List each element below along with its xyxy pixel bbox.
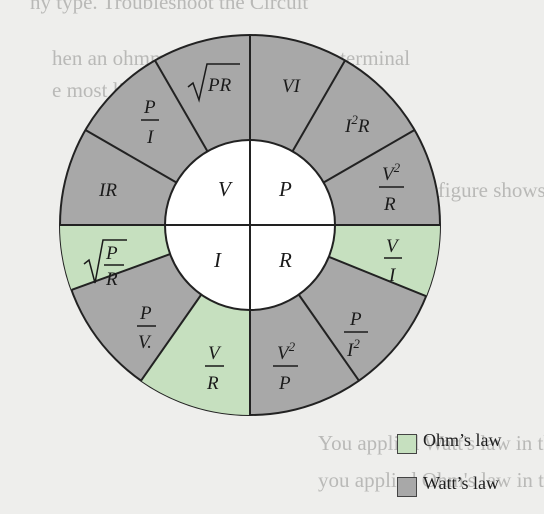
inner-label-r: R xyxy=(278,248,292,272)
background-text-6: you applied Ohm's law in this xyxy=(318,468,544,492)
inner-label-p: P xyxy=(278,177,292,201)
formula-v-over-i: V I xyxy=(384,236,402,286)
legend-label-ohm: Ohm’s law xyxy=(423,430,502,450)
ring-divider-8 xyxy=(154,59,209,152)
svg-text:V: V xyxy=(386,236,400,257)
legend-item-ohms-law: Ohm’s law xyxy=(397,428,537,458)
svg-text:R: R xyxy=(206,373,219,394)
legend-swatch-watt xyxy=(397,477,417,497)
legend-label-watt: Watt’s law xyxy=(423,473,500,493)
svg-text:R: R xyxy=(105,269,118,290)
svg-text:I: I xyxy=(146,127,155,148)
legend-item-watts-law: Watt’s law xyxy=(397,471,537,501)
ring-divider-1 xyxy=(291,59,346,152)
legend-swatch-ohm xyxy=(397,434,417,454)
background-text-1: ny type. Troubleshoot the Circuit xyxy=(30,0,309,14)
formula-p-over-v: P V. xyxy=(137,303,156,353)
segment-v-over-i-fill xyxy=(328,225,440,297)
ring-divider-7 xyxy=(84,129,177,184)
svg-text:PR: PR xyxy=(207,75,232,96)
svg-text:P: P xyxy=(349,309,362,330)
formula-ir: IR xyxy=(98,180,117,201)
svg-text:V: V xyxy=(208,343,222,364)
svg-text:R: R xyxy=(383,194,396,215)
ring-divider-6 xyxy=(71,253,171,291)
formula-vi: VI xyxy=(282,76,302,97)
background-text-5: You applied Watt's law in this xyxy=(318,431,544,455)
segment-v-over-r-fill xyxy=(141,294,250,415)
formula-v-over-r: V R xyxy=(205,343,224,394)
segment-ir-fill xyxy=(60,225,171,290)
formula-p-over-i: P I xyxy=(141,97,159,148)
svg-text:P: P xyxy=(105,243,118,264)
ring-divider-4 xyxy=(297,294,360,382)
formula-i2r: I2R xyxy=(344,112,370,137)
formula-p-over-i2: P I2 xyxy=(344,309,368,361)
ring-divider-2 xyxy=(323,129,416,184)
formula-sqrt-pr: PR xyxy=(187,63,240,103)
svg-text:P: P xyxy=(278,373,291,394)
svg-text:P: P xyxy=(143,97,156,118)
inner-label-i: I xyxy=(213,248,222,272)
formula-sqrt-p-over-r: P R xyxy=(83,239,127,290)
svg-text:I: I xyxy=(388,265,397,286)
svg-text:P: P xyxy=(139,303,152,324)
inner-label-v: V xyxy=(218,177,233,201)
ring-divider-5 xyxy=(140,294,203,382)
svg-text:V.: V. xyxy=(138,332,152,353)
ring-divider-3 xyxy=(328,255,427,298)
